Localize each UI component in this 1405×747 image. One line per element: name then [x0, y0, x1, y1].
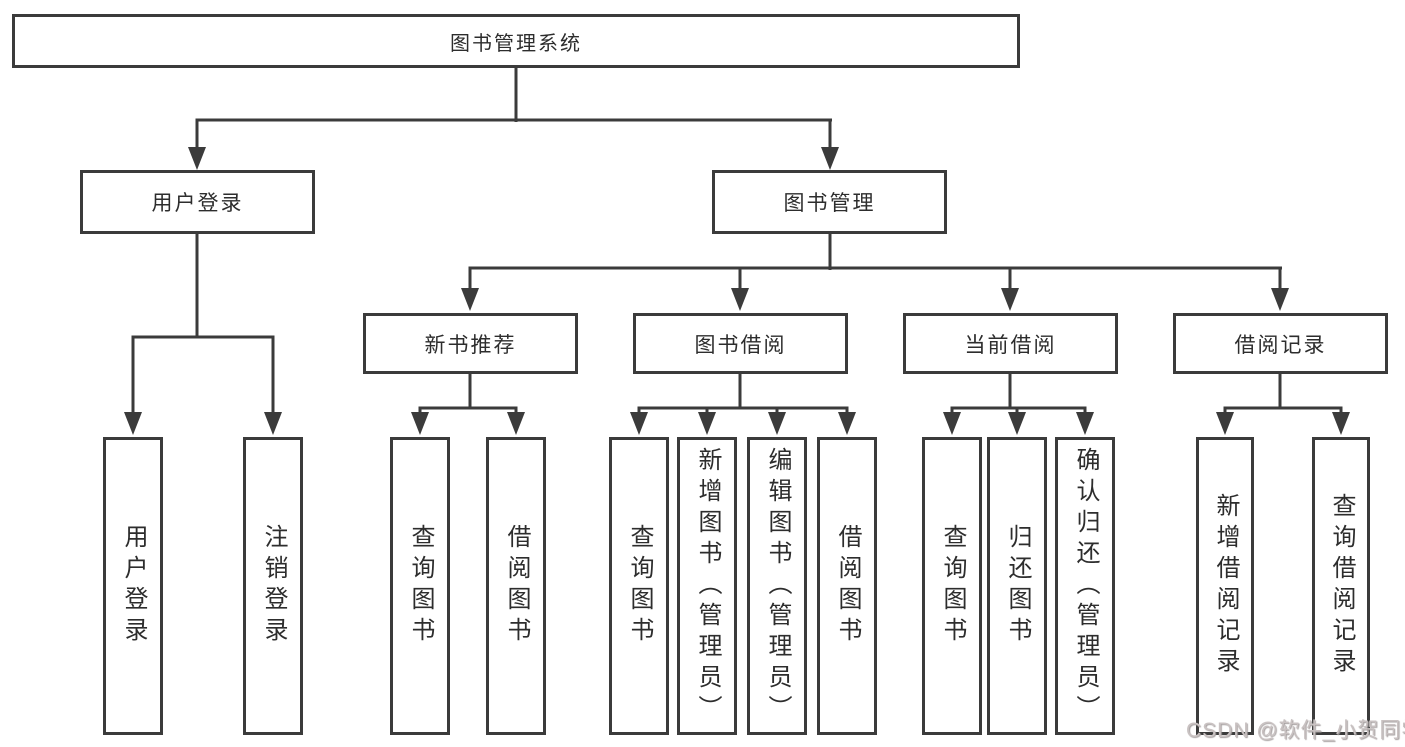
leaf-logout-login: 注销登录 — [243, 437, 303, 735]
leaf-cb-query-books-label: 查询图书 — [939, 524, 966, 648]
node-root: 图书管理系统 — [12, 14, 1020, 68]
node-user-login: 用户登录 — [80, 170, 315, 234]
leaf-nbr-borrow-books: 借阅图书 — [486, 437, 546, 735]
leaf-bb-edit-books-admin: 编辑图书（管理员） — [747, 437, 807, 735]
leaf-user-login: 用户登录 — [103, 437, 163, 735]
node-current-borrow: 当前借阅 — [903, 313, 1118, 374]
leaf-cb-return-books-label: 归还图书 — [1004, 524, 1031, 648]
leaf-br-add-record: 新增借阅记录 — [1196, 437, 1254, 735]
leaf-br-add-record-label: 新增借阅记录 — [1212, 493, 1239, 679]
leaf-nbr-query-books: 查询图书 — [390, 437, 450, 735]
connector-new-book-recommend-to-leaves — [418, 374, 518, 414]
leaf-nbr-borrow-books-label: 借阅图书 — [503, 524, 530, 648]
node-root-label: 图书管理系统 — [450, 32, 582, 55]
leaf-br-query-record-label: 查询借阅记录 — [1328, 493, 1355, 679]
node-user-login-label: 用户登录 — [151, 192, 244, 215]
connector-borrow-records-to-leaves — [1223, 374, 1343, 414]
leaf-cb-return-books: 归还图书 — [987, 437, 1047, 735]
node-borrow-records: 借阅记录 — [1173, 313, 1388, 374]
leaf-bb-add-books-admin-label: 新增图书（管理员） — [694, 446, 721, 726]
node-current-borrow-label: 当前借阅 — [964, 333, 1057, 357]
leaf-user-login-label: 用户登录 — [120, 524, 147, 648]
leaf-nbr-query-books-label: 查询图书 — [407, 524, 434, 648]
node-book-management: 图书管理 — [712, 170, 947, 234]
node-book-borrow-label: 图书借阅 — [694, 333, 787, 357]
csdn-watermark: CSDN @软件_小贺同学 — [1186, 719, 1405, 742]
leaf-bb-query-books-label: 查询图书 — [626, 524, 653, 648]
connector-book-management-to-level3 — [468, 234, 1282, 290]
node-new-book-recommend: 新书推荐 — [363, 313, 578, 374]
connector-user-login-to-leaves — [131, 234, 275, 414]
node-new-book-recommend-label: 新书推荐 — [424, 333, 517, 357]
leaf-bb-edit-books-admin-label: 编辑图书（管理员） — [764, 446, 791, 726]
leaf-bb-borrow-books: 借阅图书 — [817, 437, 877, 735]
connector-root-to-level2 — [195, 68, 832, 149]
leaf-bb-borrow-books-label: 借阅图书 — [834, 524, 861, 648]
leaf-cb-confirm-return-admin: 确认归还（管理员） — [1055, 437, 1115, 735]
arrowheads — [124, 147, 1350, 435]
leaf-cb-query-books: 查询图书 — [922, 437, 982, 735]
node-book-management-label: 图书管理 — [783, 192, 876, 215]
leaf-logout-login-label: 注销登录 — [260, 524, 287, 648]
leaf-br-query-record: 查询借阅记录 — [1312, 437, 1370, 735]
connector-current-borrow-to-leaves — [950, 374, 1087, 414]
connector-book-borrow-to-leaves — [637, 374, 849, 414]
leaf-bb-query-books: 查询图书 — [609, 437, 669, 735]
node-borrow-records-label: 借阅记录 — [1234, 333, 1327, 357]
node-book-borrow: 图书借阅 — [633, 313, 848, 374]
leaf-bb-add-books-admin: 新增图书（管理员） — [677, 437, 737, 735]
leaf-cb-confirm-return-admin-label: 确认归还（管理员） — [1072, 446, 1099, 726]
